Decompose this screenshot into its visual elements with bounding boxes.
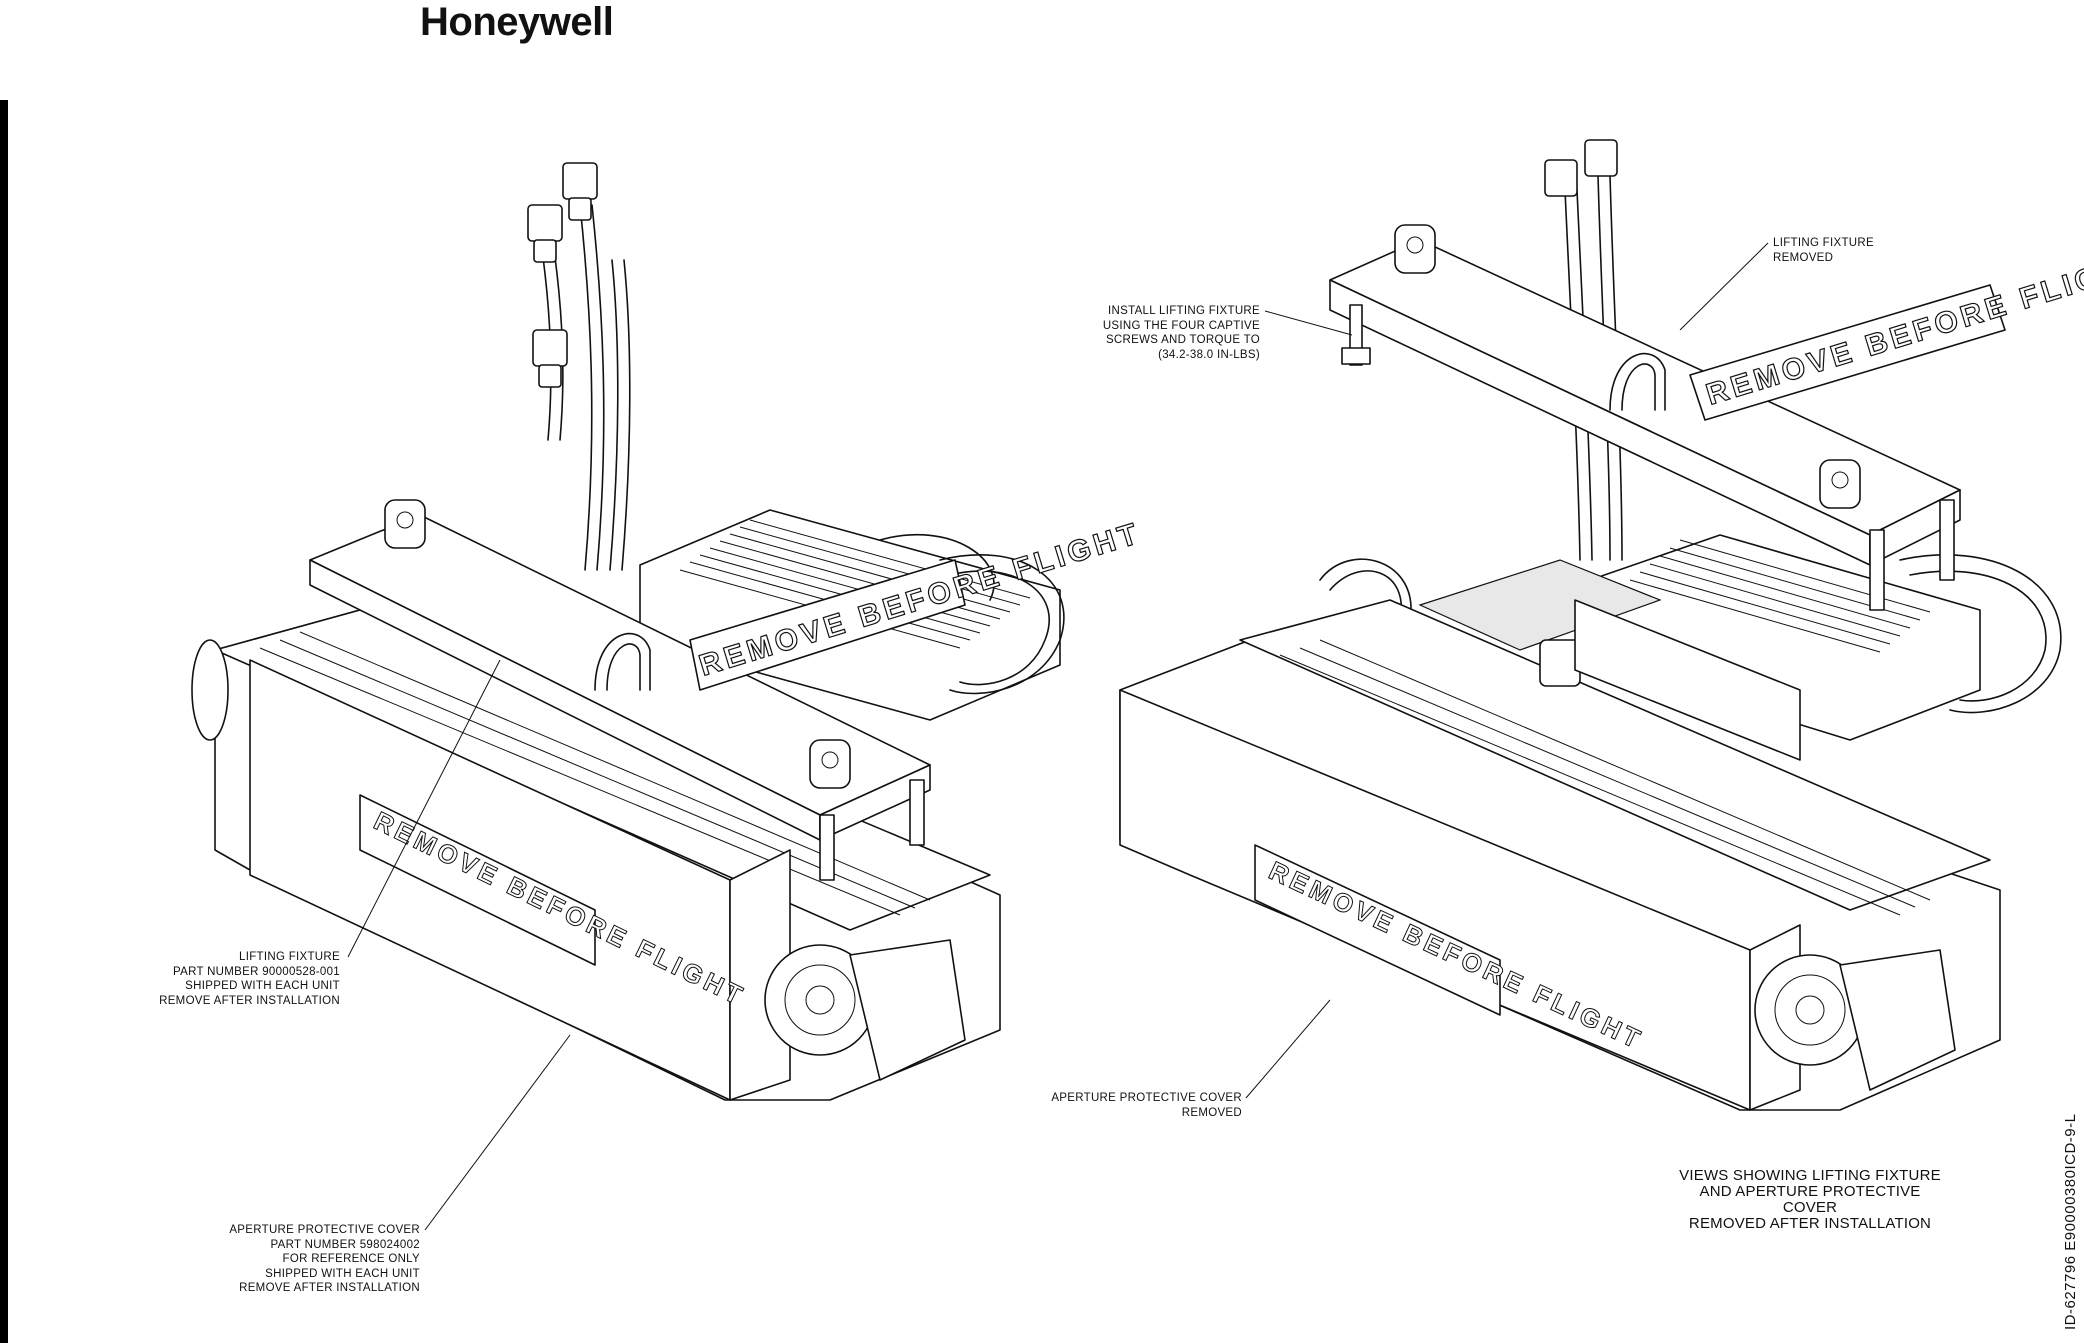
right-actuator-cover bbox=[1839, 949, 1956, 1091]
left-lift-handle bbox=[594, 632, 651, 691]
left-streamer bbox=[689, 559, 966, 691]
right-top-open-rail bbox=[1239, 599, 1991, 911]
left-cable-3 bbox=[609, 259, 619, 571]
leader-aperture-cover-part bbox=[424, 1034, 571, 1231]
left-connector-1 bbox=[527, 204, 563, 242]
leader-fixture-removed bbox=[1679, 242, 1769, 331]
left-end-bumper bbox=[191, 639, 229, 741]
right-lifting-fixture bbox=[1329, 239, 1961, 536]
left-actuator-cover bbox=[849, 939, 966, 1081]
left-connector-3 bbox=[532, 329, 568, 367]
note-lifting-fixture-part: LIFTING FIXTURE PART NUMBER 90000528-001… bbox=[159, 951, 340, 1007]
leader-lifting-fixture-part bbox=[347, 659, 501, 958]
right-view-unit: REMOVE BEFORE FLIGHT REMOVE BEFORE FL bbox=[1119, 139, 2084, 1111]
right-streamer-text: REMOVE BEFORE FLIGHT bbox=[1702, 246, 2084, 412]
left-view-unit: REMOVE BEFORE FLIGHT REMOVE BEFORE FL bbox=[191, 162, 1146, 1101]
document-id: ID-627796 E90000380ICD-9-L bbox=[2062, 1113, 2079, 1330]
right-lug-2 bbox=[1819, 459, 1861, 509]
left-cover-placard bbox=[359, 794, 596, 966]
note-lifting-fixture-removed: LIFTING FIXTURE REMOVED bbox=[1773, 237, 1874, 264]
note-aperture-cover-removed: APERTURE PROTECTIVE COVER REMOVED bbox=[1051, 1092, 1242, 1119]
right-electronics-module bbox=[1574, 599, 1801, 761]
note-install-lifting-fixture: INSTALL LIFTING FIXTURE USING THE FOUR C… bbox=[1102, 305, 1260, 361]
left-top-rail bbox=[214, 609, 991, 931]
leader-install-fixture bbox=[1264, 310, 1353, 336]
page-edge-bar bbox=[0, 100, 8, 1343]
right-exposed-internals bbox=[1418, 559, 1662, 651]
left-lug-2 bbox=[809, 739, 851, 789]
right-lug-1 bbox=[1394, 224, 1436, 274]
right-connector-2 bbox=[1584, 139, 1618, 177]
right-connector-1 bbox=[1544, 159, 1578, 197]
left-cable-2 bbox=[579, 204, 593, 571]
right-streamer bbox=[1689, 284, 2006, 421]
note-aperture-cover-part: APERTURE PROTECTIVE COVER PART NUMBER 59… bbox=[229, 1224, 420, 1294]
honeywell-logo: Honeywell bbox=[420, 0, 614, 44]
right-front-placard bbox=[1254, 844, 1501, 1016]
right-internal-connector bbox=[1539, 639, 1581, 687]
leader-lines bbox=[347, 242, 1769, 1231]
figure-caption: VIEWS SHOWING LIFTING FIXTURE AND APERTU… bbox=[1679, 1167, 1941, 1232]
right-lift-handle bbox=[1609, 352, 1666, 411]
left-lug-1 bbox=[384, 499, 426, 549]
left-connector-2 bbox=[562, 162, 598, 200]
leader-cover-removed bbox=[1245, 999, 1331, 1099]
